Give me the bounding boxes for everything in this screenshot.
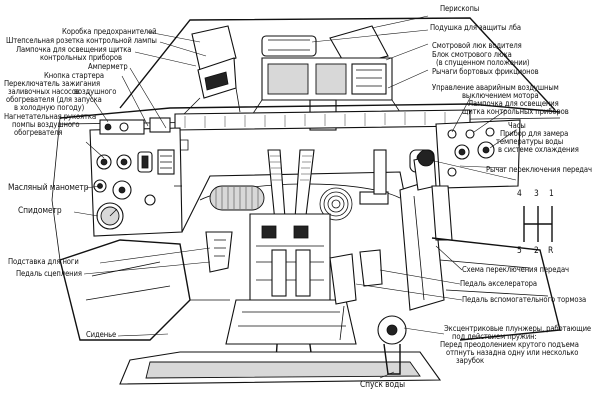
- label-aux-brake: Педаль вспомогательного тормоза: [462, 295, 587, 304]
- label-steering-levers: Рычаги бортовых фрикционов: [432, 67, 539, 76]
- gear-top-3: 3: [534, 188, 539, 198]
- label-air-control-2: выключением мотора: [462, 91, 539, 100]
- label-air-control-4: щитка контрольных приборов: [462, 107, 569, 116]
- label-plungers-3: Перед преодолением крутого подъема: [440, 340, 579, 349]
- label-accelerator: Педаль акселератора: [460, 279, 537, 288]
- label-panel-socket: Штепсельная розетка контрольной лампы: [6, 36, 157, 45]
- label-forehead-pad: Подушка для защиты лба: [430, 23, 521, 32]
- label-air-control-3: Лампочка для освещения: [468, 99, 559, 108]
- label-ignition-switch-4: обогревателя (для запуска: [6, 95, 102, 104]
- label-pump-handle-3: обогревателя: [14, 128, 63, 137]
- label-ignition-switch-1: Переключатель зажигания: [4, 79, 101, 88]
- label-footrest: Подставка для ноги: [8, 257, 79, 266]
- label-panel-lamp-2: контрольных приборов: [40, 53, 122, 62]
- label-temp-gauge-1: Прибор для замера: [500, 129, 569, 138]
- label-ignition-switch-2: заливочных насосов: [8, 87, 80, 96]
- label-plungers-4: отпнуть назадна одну или несколько: [446, 348, 579, 357]
- gear-bottom-r: R: [548, 245, 554, 255]
- label-oil-gauge: Масляный манометр: [8, 182, 89, 192]
- gear-top-1: 1: [549, 188, 554, 198]
- gear-scheme-lines: [523, 206, 553, 242]
- label-temp-gauge-2: температуры воды: [496, 137, 564, 146]
- label-air-control-1: Управление аварийным воздушным: [432, 83, 559, 92]
- label-clock: Часы: [508, 121, 526, 130]
- gear-top-4: 4: [517, 188, 522, 198]
- label-water-drain: Спуск воды: [360, 379, 405, 389]
- label-ignition-switch-3: воздушного: [74, 87, 117, 96]
- label-pump-handle-1: Нагнетательная рукоятка: [4, 112, 97, 121]
- label-hatch-block-2: (в спущенном положении): [436, 58, 530, 67]
- label-ammeter: Амперметр: [88, 62, 128, 71]
- label-speedometer: Спидометр: [18, 205, 62, 215]
- label-panel-lamp-1: Лампочка для освещения щитка: [16, 45, 132, 54]
- leader-lines: [73, 15, 517, 379]
- gear-bottom-5: 5: [517, 245, 522, 255]
- label-gear-scheme: Схема переключения передач: [462, 265, 569, 274]
- label-temp-gauge-3: в системе охлаждения: [498, 145, 579, 154]
- label-fuse-box: Коробка предохранителей: [62, 27, 157, 36]
- label-clutch-pedal: Педаль сцепления: [16, 269, 82, 278]
- label-ignition-switch-5: в холодную погоду): [14, 103, 85, 112]
- label-gear-lever: Рычаг переключения передач: [486, 165, 592, 174]
- label-plungers-1: Эксцентриковые плунжеры, работающие: [444, 324, 592, 333]
- label-seat: Сиденье: [86, 330, 117, 339]
- label-plungers-5: зарубок: [456, 356, 485, 365]
- label-periscopes: Перископы: [440, 4, 480, 13]
- label-plungers-2: под действием пружин:: [452, 332, 537, 341]
- gear-bottom-2: 2: [534, 245, 539, 255]
- label-pump-handle-2: помпы воздушного: [12, 120, 80, 129]
- label-hatch-block-1: Блок смотрового люка: [432, 50, 512, 59]
- label-starter-button: Кнопка стартера: [44, 71, 104, 80]
- label-driver-hatch: Смотровой люк водителя: [432, 41, 522, 50]
